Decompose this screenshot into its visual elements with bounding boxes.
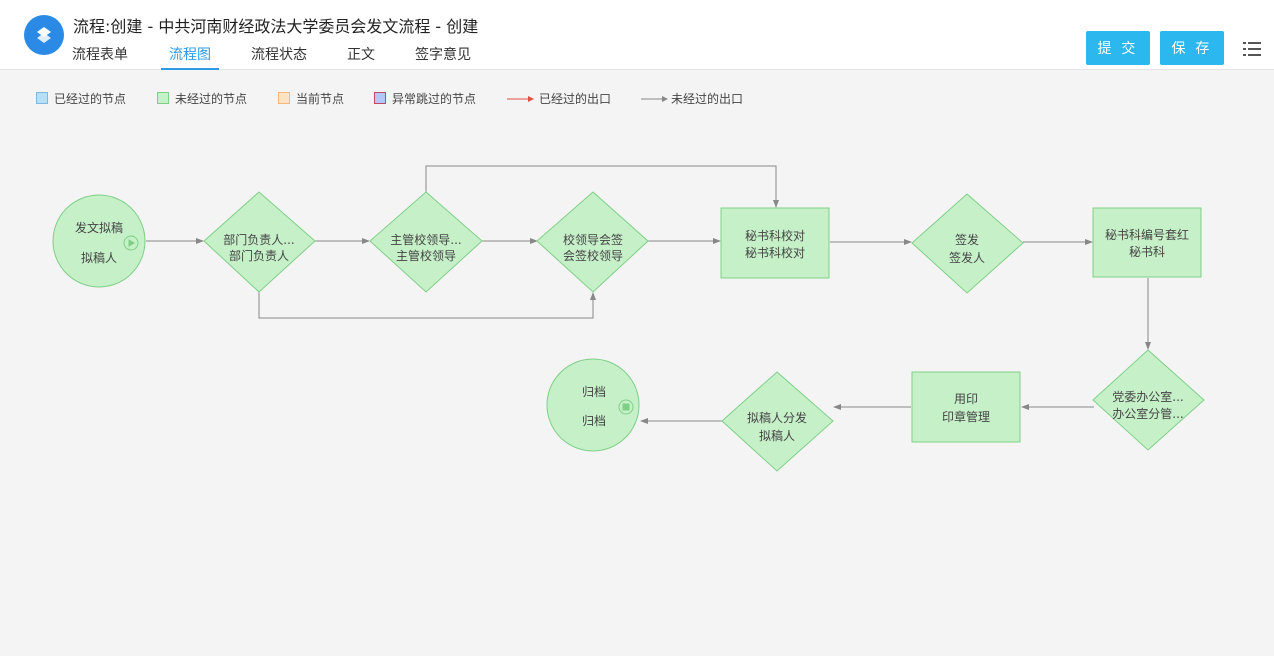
tab-signature[interactable]: 签字意见 [415,47,471,63]
node-n7 [1092,349,1205,451]
node-n6-sub: 秘书科 [1128,245,1165,259]
node-end [546,358,640,452]
node-n7-title[interactable]: 党委办公室... [1112,390,1184,404]
node-n2 [369,191,483,293]
node-n8 [911,371,1021,443]
node-n5-sub: 签发人 [948,251,985,265]
node-n1-sub: 部门负责人 [228,249,289,263]
node-n5 [911,193,1024,294]
node-n5-title[interactable]: 签发 [954,233,979,247]
node-n6-title[interactable]: 秘书科编号套红 [1104,228,1189,242]
node-n3-sub: 会签校领导 [562,249,623,263]
node-n7-sub: 办公室分管... [1112,407,1184,421]
node-n2-sub: 主管校领导 [395,249,456,263]
tab-form[interactable]: 流程表单 [72,47,128,63]
tab-status[interactable]: 流程状态 [251,47,307,63]
node-n9-title[interactable]: 拟稿人分发 [746,411,807,425]
gray-arrow-icon [641,96,668,102]
node-start [52,194,146,288]
active-tab-indicator [161,68,219,70]
node-n4-title[interactable]: 秘书科校对 [744,229,805,243]
red-arrow-icon [507,96,534,102]
node-n3-title[interactable]: 校领导会签 [562,233,623,247]
node-n2-title[interactable]: 主管校领导... [390,233,462,247]
node-n4 [720,207,830,279]
page-title: 流程:创建 - 中共河南财经政法大学委员会发文流程 - 创建 [73,17,479,36]
node-end-title: 归档 [581,385,606,399]
node-end-sub: 归档 [581,414,606,428]
node-n3 [536,191,649,293]
node-n4-sub: 秘书科校对 [744,246,805,260]
node-n6 [1092,207,1202,278]
stop-icon [618,399,634,415]
node-n1 [203,191,316,293]
list-menu-icon[interactable] [1242,40,1262,58]
save-button[interactable]: 保 存 [1160,31,1224,65]
flow-edges [146,165,1151,424]
submit-button[interactable]: 提 交 [1086,31,1150,65]
node-start-title: 发文拟稿 [74,221,123,235]
node-n9 [721,371,834,472]
node-n8-sub: 印章管理 [941,410,990,424]
edge-n1-n3 [258,292,596,319]
node-n8-title[interactable]: 用印 [953,392,978,406]
header: 流程:创建 - 中共河南财经政法大学委员会发文流程 - 创建 流程表单 流程图 … [0,0,1274,70]
tab-body[interactable]: 正文 [347,47,375,63]
node-n1-title[interactable]: 部门负责人... [223,233,295,247]
tab-flowchart[interactable]: 流程图 [169,47,211,63]
node-start-sub: 拟稿人 [80,251,117,265]
play-icon [123,235,139,251]
edge-n2-n4 [425,165,779,208]
node-n9-sub: 拟稿人 [758,429,795,443]
app-logo [24,15,64,55]
